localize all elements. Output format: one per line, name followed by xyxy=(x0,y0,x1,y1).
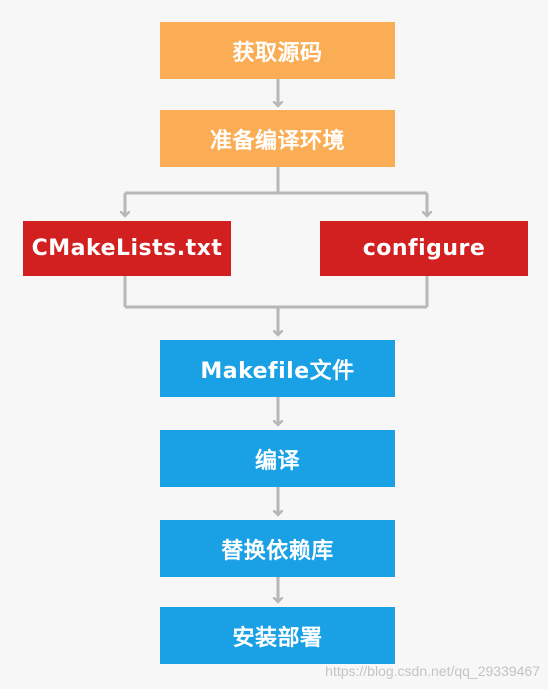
node-compile: 编译 xyxy=(160,430,395,487)
watermark-url: https://blog.csdn.net/qq_29339467 xyxy=(325,663,540,679)
node-cmakelists: CMakeLists.txt xyxy=(23,221,231,276)
node-get-source: 获取源码 xyxy=(160,22,395,79)
node-prepare-build-env: 准备编译环境 xyxy=(160,110,395,167)
node-configure: configure xyxy=(320,221,528,276)
node-replace-dependencies: 替换依赖库 xyxy=(160,520,395,577)
node-install-deploy: 安装部署 xyxy=(160,607,395,664)
node-makefile: Makefile文件 xyxy=(160,340,395,397)
